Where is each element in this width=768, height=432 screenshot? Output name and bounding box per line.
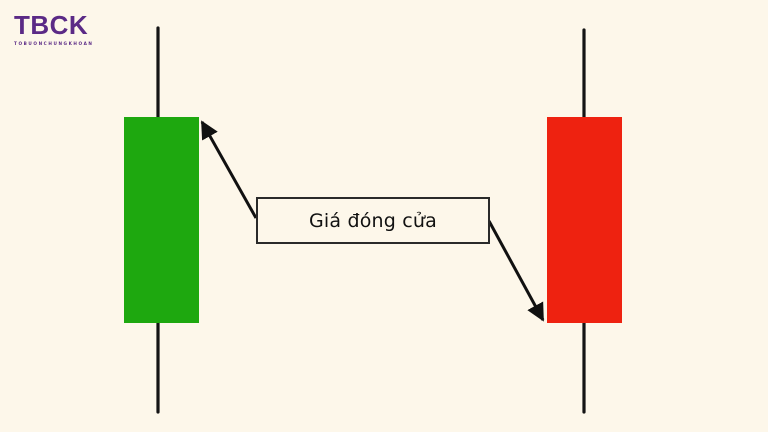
logo-tagline: TOBUONCHUNGKHOAN <box>14 41 94 46</box>
bullish-candle-body <box>124 117 199 323</box>
tbck-logo: TBCK TOBUONCHUNGKHOAN <box>14 12 110 46</box>
arrow-to-bullish-close <box>200 120 258 219</box>
closing-price-label-box: Giá đóng cửa <box>256 197 490 244</box>
logo-mark: TBCK <box>14 10 89 40</box>
bearish-candle <box>547 28 622 414</box>
bearish-candle-body <box>547 117 622 323</box>
closing-price-label: Giá đóng cửa <box>308 209 438 232</box>
bullish-candle <box>124 26 199 414</box>
arrow-to-bearish-close <box>487 220 545 322</box>
